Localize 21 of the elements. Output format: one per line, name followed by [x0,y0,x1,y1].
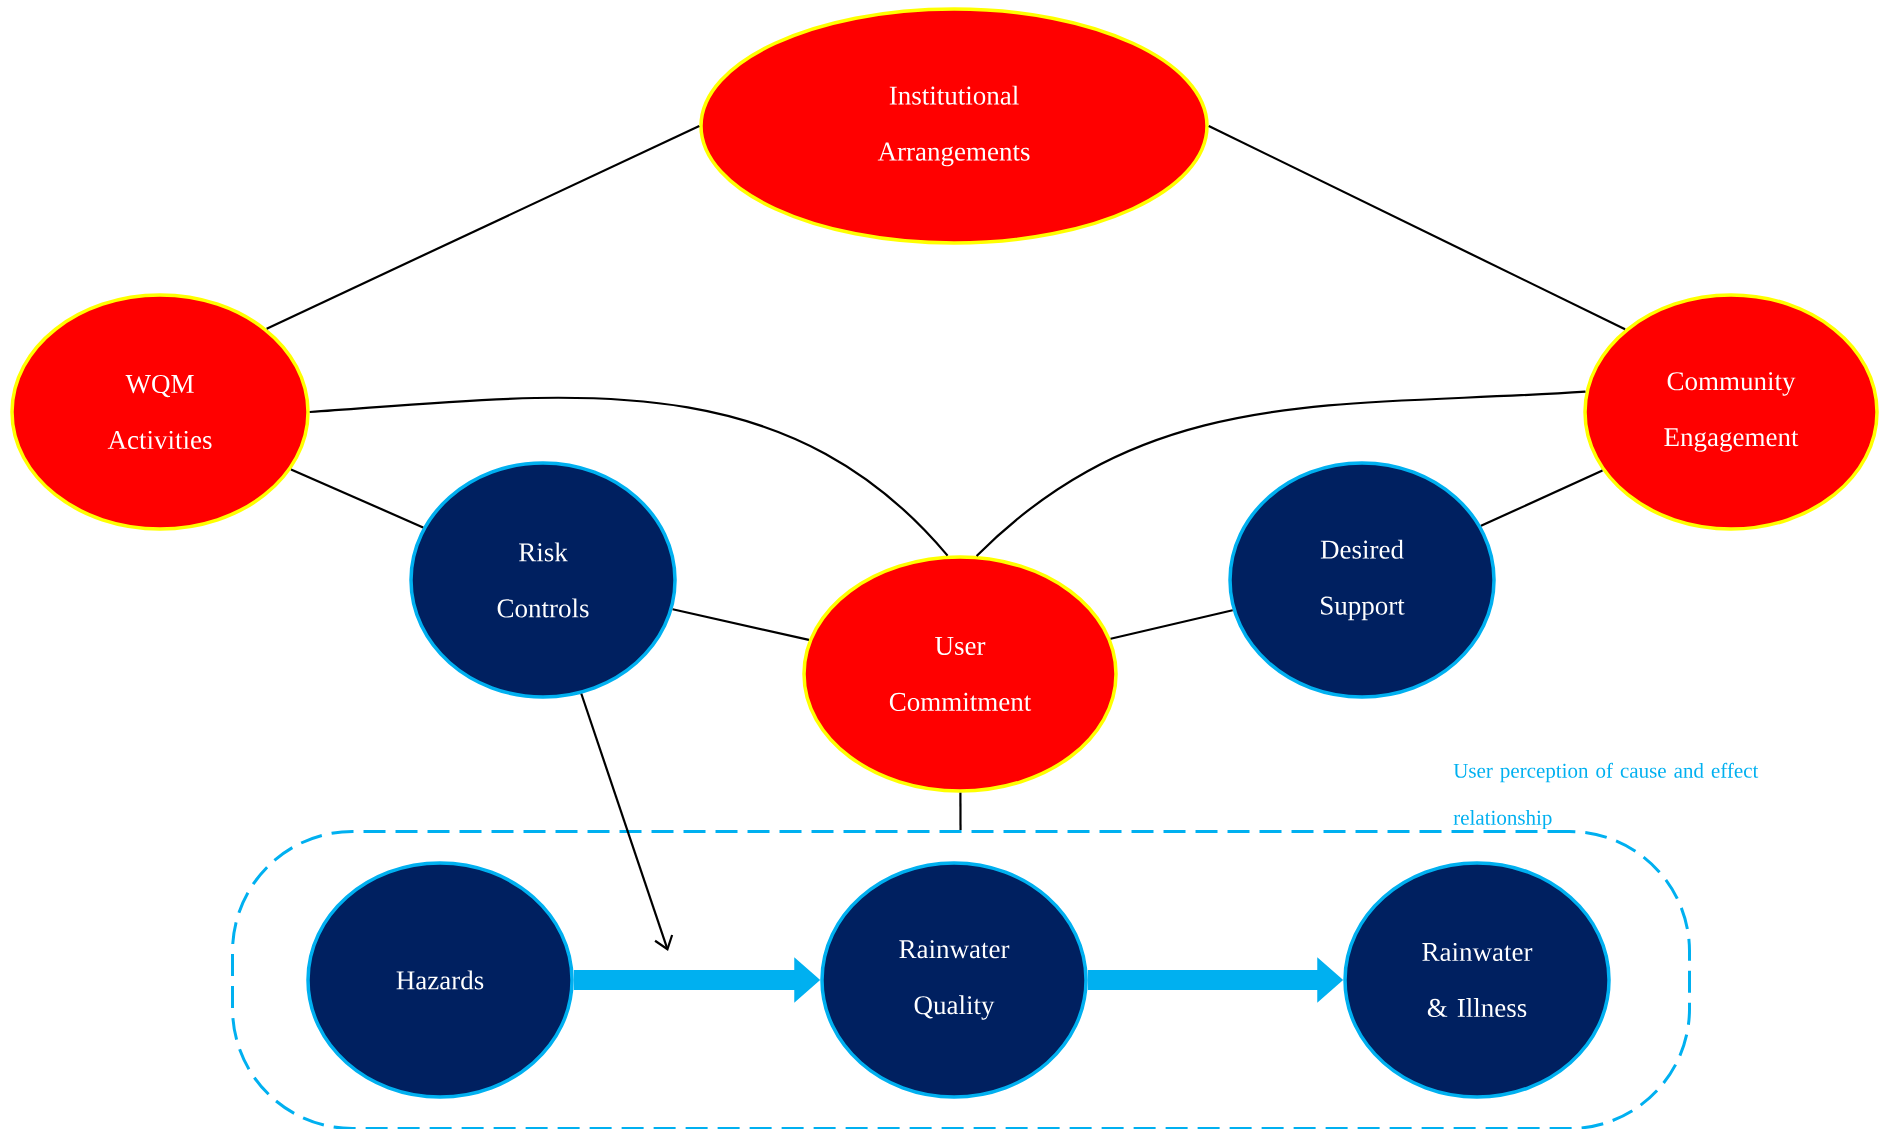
ellipse-node: Rainwater & Illness [1343,861,1611,1099]
connector-line [1110,609,1233,640]
dashed-boundary [231,830,1691,1129]
connector-line [266,125,700,330]
arrow [580,693,674,951]
connector-line [959,792,962,830]
ellipse-node: Rainwater Quality [820,861,1088,1099]
ellipse-node: Hazards [306,861,574,1099]
connector-line [290,468,424,529]
ellipse-node: User Commitment [802,555,1118,793]
ellipse-node: Institutional Arrangements [699,7,1209,245]
connector-line [672,608,810,641]
boundary-caption: User perception of cause and effect relationship [1453,762,1759,830]
connector-line [309,396,949,557]
connector-line [1208,125,1626,331]
connector-line [1480,469,1603,527]
ellipse-node: Desired Support [1228,461,1496,699]
connector-line [975,390,1586,557]
ellipse-node: Risk Controls [409,461,677,699]
ellipse-node: WQM Activities [10,293,310,531]
ellipse-node: Community Engagement [1583,293,1879,531]
